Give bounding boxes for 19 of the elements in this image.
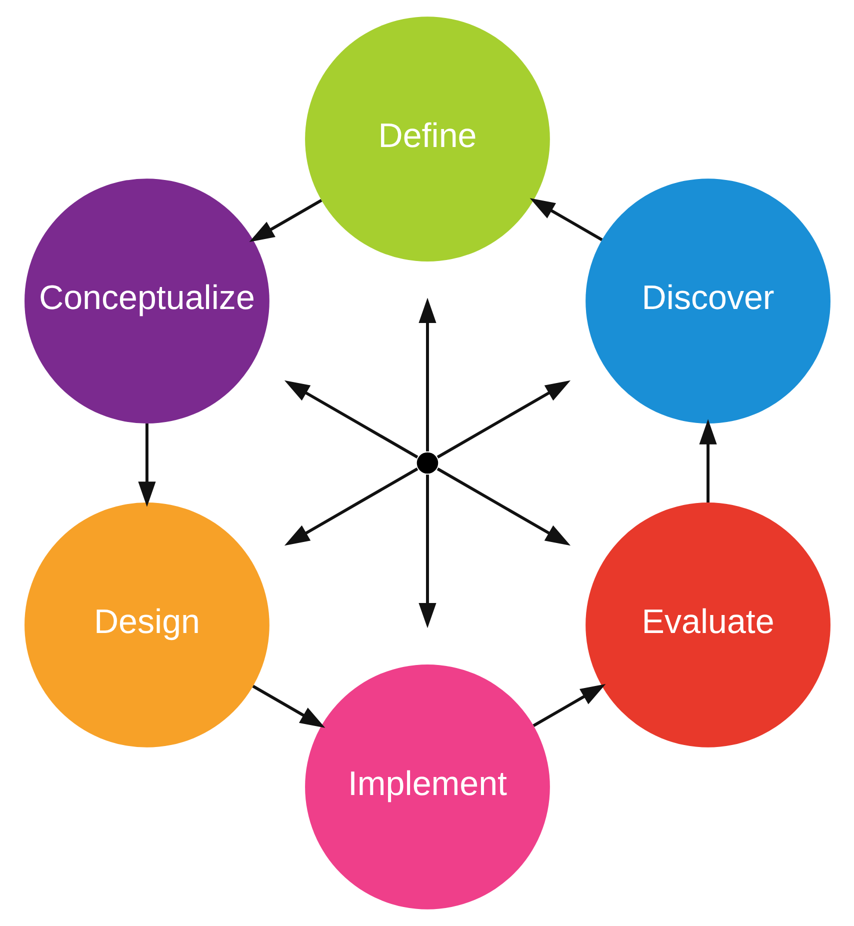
node-circle: Discover xyxy=(585,178,830,424)
arrow xyxy=(252,684,325,728)
arrow xyxy=(418,298,436,452)
arrow xyxy=(138,424,156,507)
node-circle: Conceptualize xyxy=(24,178,269,424)
node-circle: Implement xyxy=(304,664,550,910)
node-circle xyxy=(416,452,438,474)
arrow xyxy=(248,199,322,242)
arrow xyxy=(284,380,418,458)
arrow xyxy=(284,468,418,546)
node-circle: Define xyxy=(304,16,550,262)
node-circle: Design xyxy=(24,502,269,748)
arrow xyxy=(529,198,602,242)
node-circle: Evaluate xyxy=(585,502,830,748)
arrow xyxy=(698,419,716,502)
arrow xyxy=(418,474,436,628)
arrow xyxy=(436,468,570,546)
arrow xyxy=(532,684,606,727)
arrow xyxy=(436,380,570,458)
